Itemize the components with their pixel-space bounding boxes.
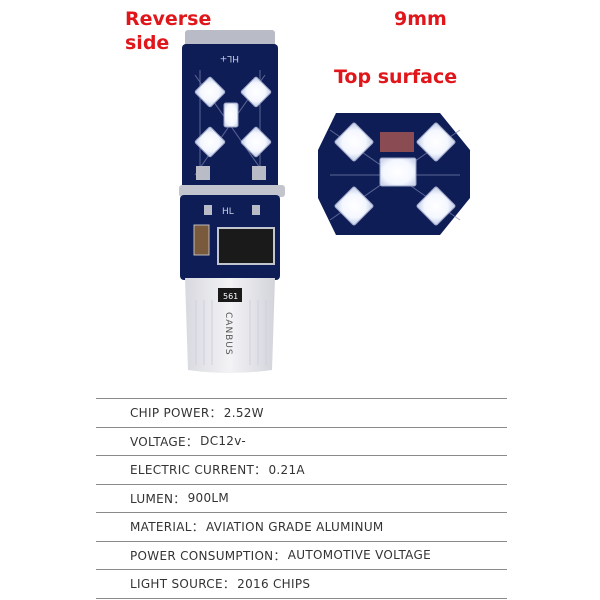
reverse-side-label-line1: Reverse <box>125 8 212 30</box>
spec-value: AUTOMOTIVE VOLTAGE <box>287 548 431 563</box>
spec-value: 900LM <box>187 491 230 506</box>
resistor <box>218 288 242 302</box>
size-label: 9mm <box>394 8 447 30</box>
led-chip <box>194 126 226 158</box>
spec-row-material: MATERIAL： AVIATION GRADE ALUMINUM <box>96 512 507 541</box>
canbus-marking: CANBUS <box>223 312 233 356</box>
pcb-marking-mid: HL <box>222 207 234 217</box>
led-chip <box>223 102 239 128</box>
spec-value: 0.21A <box>268 462 305 477</box>
bulb-top-surface <box>318 113 470 235</box>
spec-label: LUMEN： <box>130 491 186 506</box>
spec-value: 2.52W <box>223 405 264 420</box>
led-chip <box>334 122 374 162</box>
solder-pad <box>196 166 210 180</box>
reverse-side-label-line2: side <box>125 32 170 54</box>
top-surface-label: Top surface <box>334 66 458 88</box>
spec-label: VOLTAGE： <box>130 434 199 449</box>
base-ridges <box>195 300 267 365</box>
led-chip <box>194 76 226 108</box>
solder-pad <box>252 166 266 180</box>
spec-row-power-consumption: POWER CONSUMPTION： AUTOMOTIVE VOLTAGE <box>96 540 507 570</box>
bulb-reverse-side: HL+ HL <box>179 30 285 373</box>
resistor-code: 561 <box>223 292 238 301</box>
spec-label: POWER CONSUMPTION： <box>130 548 286 563</box>
pcb-marking-top: HL+ <box>220 53 239 63</box>
led-chip <box>240 126 272 158</box>
spec-value: 2016 CHIPS <box>237 576 311 591</box>
metal-collar <box>179 185 285 197</box>
top-pad <box>380 132 414 152</box>
spec-label: LIGHT SOURCE： <box>130 577 236 592</box>
spec-row-lumen: LUMEN： 900LM <box>96 483 507 513</box>
spec-value: DC12v- <box>200 434 246 449</box>
spec-label: CHIP POWER： <box>130 406 222 421</box>
spec-label: ELECTRIC CURRENT： <box>130 463 267 478</box>
spec-row-light-source: LIGHT SOURCE： 2016 CHIPS <box>96 569 507 599</box>
wedge-base <box>185 278 275 373</box>
spec-table: CHIP POWER： 2.52W VOLTAGE： DC12v- ELECTR… <box>96 398 507 599</box>
spec-row-chip-power: CHIP POWER： 2.52W <box>96 398 507 427</box>
led-chip <box>416 122 456 162</box>
ic-chip <box>217 227 275 265</box>
solder-pad <box>252 205 260 215</box>
led-chip <box>416 186 456 226</box>
capacitor <box>193 224 210 256</box>
led-chip <box>379 157 417 187</box>
led-chip <box>240 76 272 108</box>
solder-pad <box>204 205 212 215</box>
product-illustration: HL+ HL <box>179 30 470 373</box>
spec-row-electric-current: ELECTRIC CURRENT： 0.21A <box>96 455 507 484</box>
spec-label: MATERIAL： <box>130 520 205 535</box>
top-tab <box>185 30 275 48</box>
spec-value: AVIATION GRADE ALUMINUM <box>206 519 384 534</box>
led-chip <box>334 186 374 226</box>
spec-row-voltage: VOLTAGE： DC12v- <box>96 426 507 456</box>
